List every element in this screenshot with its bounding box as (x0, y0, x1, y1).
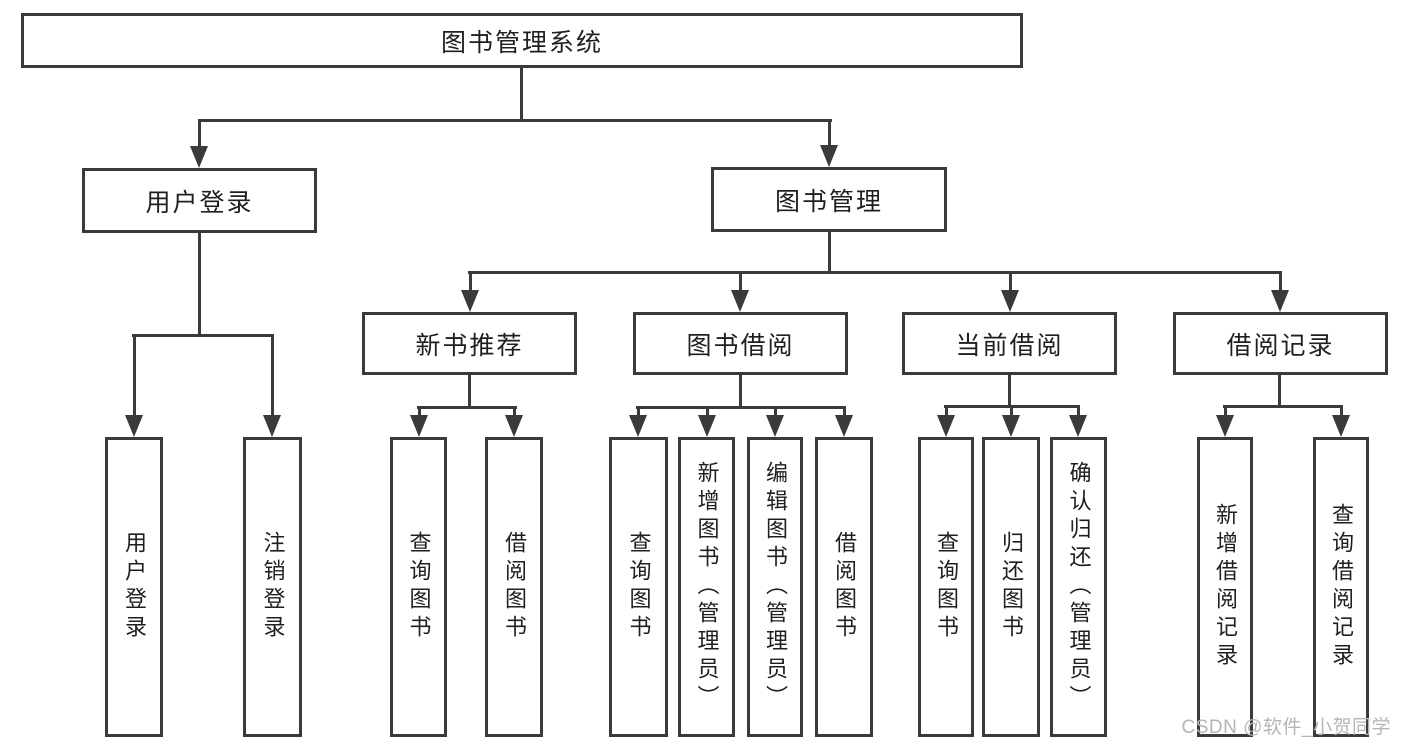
arrow-down-icon (766, 406, 784, 437)
connector-new-book-branch (417, 406, 517, 409)
connector-book-management-branch (468, 271, 1282, 274)
arrow-down-icon (1216, 405, 1234, 437)
arrow-down-icon (698, 406, 716, 437)
node-label: 查询图书 (406, 531, 432, 643)
node-leaf-edit-books-admin: 编辑图书（管理员） (747, 437, 803, 737)
node-book-borrowing: 图书借阅 (633, 312, 848, 375)
node-label: 当前借阅 (955, 331, 1064, 360)
node-leaf-add-books-admin: 新增图书（管理员） (678, 437, 735, 737)
node-label: 归还图书 (999, 531, 1024, 643)
arrow-down-icon (1002, 405, 1020, 437)
arrow-down-icon (1069, 405, 1087, 437)
node-label: 新书推荐 (415, 331, 524, 360)
node-leaf-add-borrow-record: 新增借阅记录 (1197, 437, 1253, 737)
arrow-down-icon (190, 119, 208, 168)
node-root-library-system: 图书管理系统 (21, 13, 1023, 68)
node-label: 查询图书 (626, 531, 652, 643)
node-leaf-logout: 注销登录 (243, 437, 302, 737)
node-leaf-return-books: 归还图书 (982, 437, 1040, 737)
arrow-down-icon (731, 271, 749, 312)
arrow-down-icon (1271, 271, 1289, 312)
node-leaf-query-books-current: 查询图书 (918, 437, 974, 737)
node-label: 注销登录 (260, 531, 286, 643)
csdn-watermark: CSDN @软件_小贺同学 (1181, 717, 1391, 738)
connector-book-borrowing-stem (739, 375, 742, 409)
arrow-down-icon (820, 119, 838, 167)
connector-root-stem (520, 68, 523, 122)
connector-user-login-branch (132, 334, 274, 337)
node-leaf-borrow-books-recommend: 借阅图书 (485, 437, 543, 737)
arrow-down-icon (505, 406, 523, 437)
node-label: 确认归还（管理员） (1066, 461, 1092, 713)
node-label: 查询借阅记录 (1329, 503, 1354, 671)
node-label: 图书管理系统 (440, 28, 603, 57)
connector-current-borrowing-stem (1008, 375, 1011, 408)
node-leaf-confirm-return-admin: 确认归还（管理员） (1050, 437, 1107, 737)
node-label: 查询图书 (934, 531, 959, 643)
node-label: 编辑图书（管理员） (763, 461, 788, 713)
arrow-down-icon (263, 334, 281, 437)
connector-book-management-stem (828, 232, 831, 274)
arrow-down-icon (410, 406, 428, 437)
connector-borrowing-records-branch (1223, 405, 1343, 408)
arrow-down-icon (1332, 405, 1350, 437)
node-label: 借阅图书 (502, 531, 527, 643)
connector-new-book-stem (468, 375, 471, 409)
node-new-book-recommendation: 新书推荐 (362, 312, 577, 375)
node-leaf-user-login: 用户登录 (105, 437, 163, 737)
node-label: 图书借阅 (686, 331, 795, 360)
node-borrowing-records: 借阅记录 (1173, 312, 1388, 375)
arrow-down-icon (461, 271, 479, 312)
node-label: 借阅图书 (832, 531, 857, 643)
arrow-down-icon (125, 334, 143, 437)
arrow-down-icon (629, 406, 647, 437)
node-leaf-query-books-recommend: 查询图书 (390, 437, 447, 737)
arrow-down-icon (1001, 271, 1019, 312)
node-label: 图书管理 (774, 187, 883, 216)
node-leaf-borrow-books: 借阅图书 (815, 437, 873, 737)
node-book-management: 图书管理 (711, 167, 947, 232)
connector-book-borrowing-branch (636, 406, 846, 409)
node-current-borrowing: 当前借阅 (902, 312, 1117, 375)
node-leaf-query-books-borrowing: 查询图书 (609, 437, 668, 737)
node-label: 借阅记录 (1226, 331, 1335, 360)
node-label: 用户登录 (145, 188, 254, 217)
arrow-down-icon (835, 406, 853, 437)
connector-user-login-stem (198, 233, 201, 337)
node-label: 用户登录 (122, 531, 147, 643)
node-label: 新增图书（管理员） (694, 461, 720, 713)
connector-borrowing-records-stem (1278, 375, 1281, 408)
node-label: 新增借阅记录 (1213, 503, 1238, 671)
connector-root-branch (198, 119, 832, 122)
node-user-login: 用户登录 (82, 168, 317, 233)
arrow-down-icon (937, 405, 955, 437)
node-leaf-query-borrow-record: 查询借阅记录 (1313, 437, 1369, 737)
